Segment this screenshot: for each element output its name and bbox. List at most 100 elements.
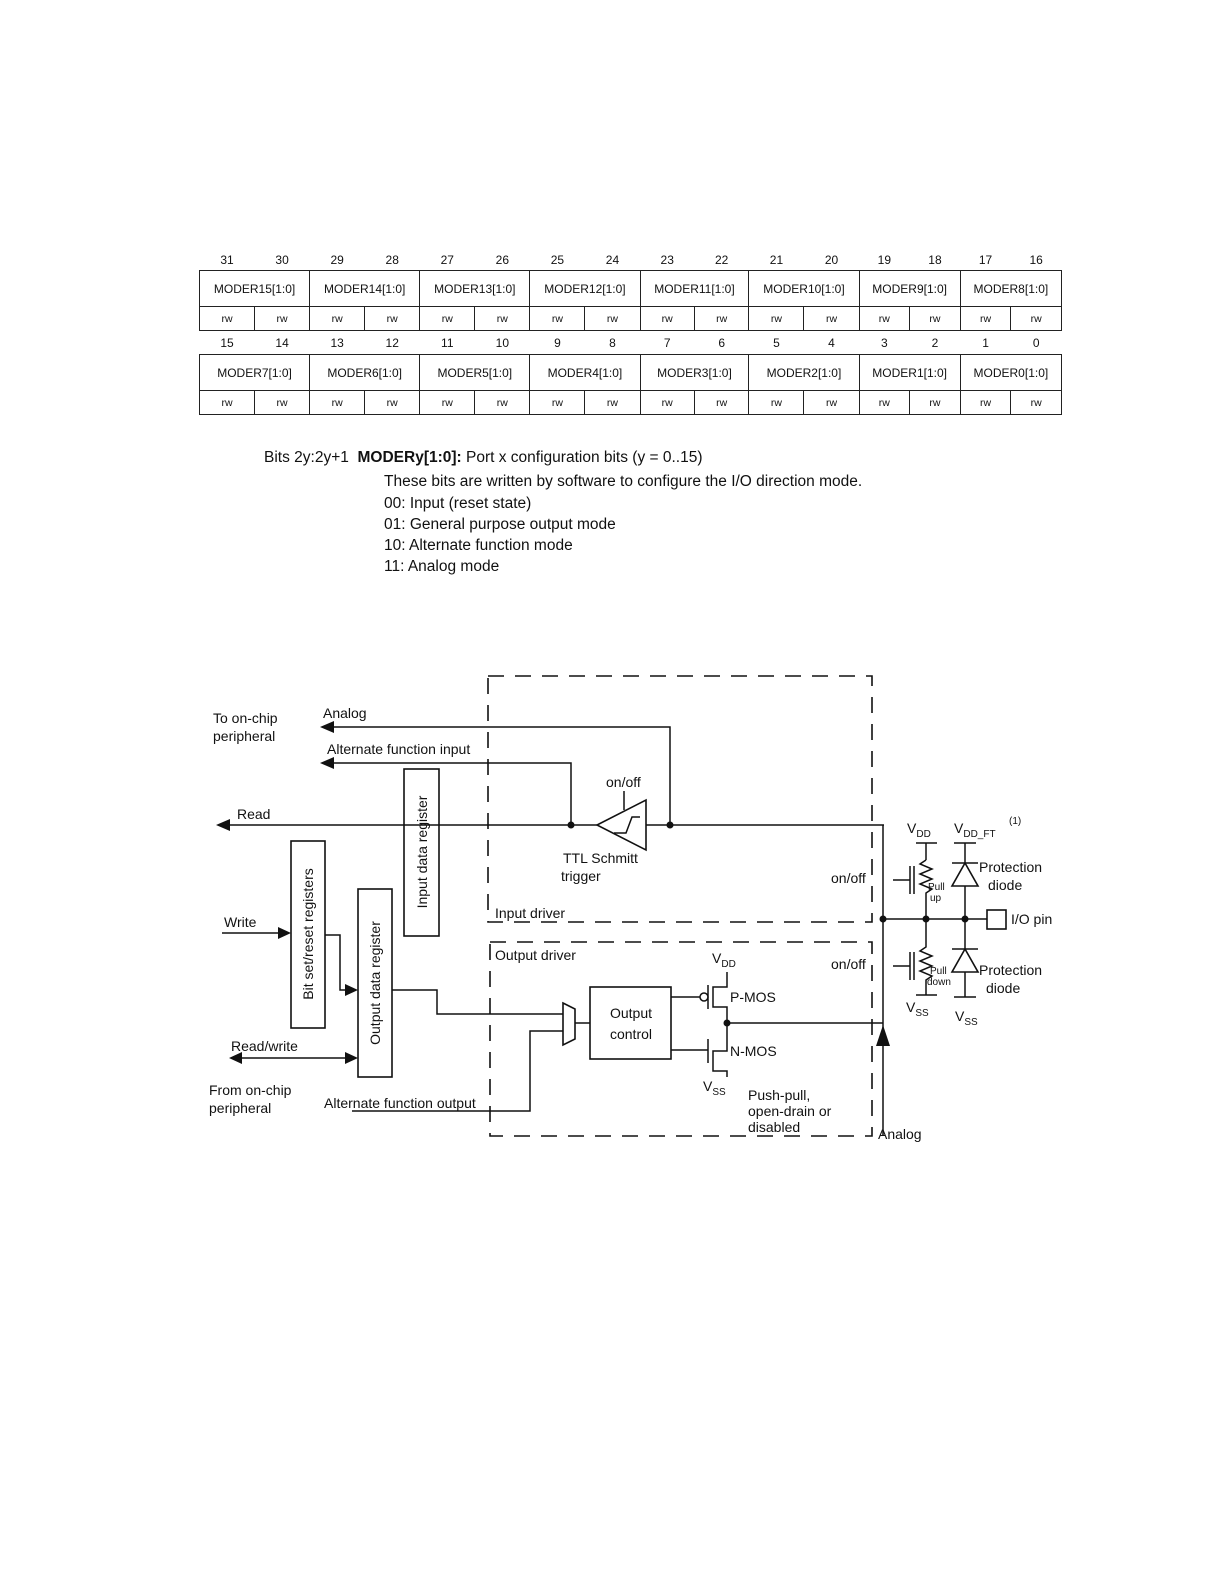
description-line: 10: Alternate function mode [384, 537, 573, 554]
output-control-box [589, 986, 672, 1060]
vdd-main: V [712, 950, 722, 966]
bit-number: 11 [441, 335, 454, 350]
on-off-label: on/off [606, 774, 641, 790]
bit-number: 31 [220, 253, 234, 267]
bit-number: 24 [605, 253, 620, 267]
access-cell: rw [529, 390, 586, 415]
pmos-label: P-MOS [730, 989, 776, 1005]
register-field: MODER15[1:0] [198, 270, 311, 307]
access-cell: rw [364, 306, 421, 331]
access-cell: rw [803, 390, 860, 415]
bit-number: 25 [550, 253, 565, 267]
bit-number: 18 [928, 253, 942, 267]
bit-number: 29 [330, 253, 344, 267]
analog-arrow [320, 721, 334, 733]
bit-number: 9 [554, 335, 561, 350]
schmitt-hysteresis [614, 816, 640, 834]
bit-number: 21 [769, 253, 784, 267]
vddft-main: V [954, 820, 964, 836]
field-description-heading: Bits 2y:2y+1 MODERy[1:0]: Port x configu… [264, 449, 703, 467]
register-field: MODER2[1:0] [748, 354, 860, 391]
register-field: MODER9[1:0] [858, 270, 961, 307]
vss-sub: SS [915, 1008, 929, 1019]
protection-diode-top [950, 861, 980, 887]
schmitt-trigger [595, 798, 647, 852]
bit-number: 17 [978, 253, 993, 267]
access-cell: rw [254, 306, 311, 331]
pushpull-label: Push-pull, [748, 1087, 810, 1103]
vdd-sub: DD [916, 829, 930, 840]
on-off-label: on/off [831, 956, 866, 972]
access-cell: rw [254, 390, 311, 415]
input-data-register-box [403, 768, 440, 937]
read-write-label: Read/write [231, 1038, 298, 1054]
access-cell: rw [1010, 390, 1062, 415]
protection-label: Protection [979, 859, 1042, 875]
output-control-label: control [610, 1026, 652, 1042]
bit-set-reset-registers-label: Bit set/reset registers [300, 868, 316, 1000]
analog-out-arrow [876, 1025, 890, 1046]
fields-high: MODER15[1:0] MODER14[1:0] MODER13[1:0] M… [198, 270, 1063, 307]
description-line: 11: Analog mode [384, 558, 500, 575]
access-cell: rw [693, 306, 750, 331]
vdd-label: VDD [712, 950, 736, 970]
vss-label: VSS [703, 1078, 726, 1098]
pmos-gate-bubble [699, 992, 709, 1002]
nmos-label: N-MOS [730, 1043, 777, 1059]
access-cell: rw [748, 390, 805, 415]
protection-diode-bottom [950, 947, 980, 973]
write-label: Write [224, 914, 257, 930]
ttl-label: TTL Schmitt [563, 850, 638, 866]
vss-label: VSS [906, 999, 929, 1019]
footnote-marker: (1) [1009, 816, 1021, 827]
pullup-switch [893, 866, 915, 894]
fields-low: MODER7[1:0] MODER6[1:0] MODER5[1:0] MODE… [198, 354, 1063, 391]
access-cell: rw [419, 306, 476, 331]
vss-sub: SS [712, 1087, 726, 1098]
access-cell: rw [909, 390, 961, 415]
bit-number: 7 [663, 335, 671, 350]
bit-number: 1 [982, 335, 989, 350]
af-output-label: Alternate function output [324, 1095, 476, 1111]
access-cell: rw [198, 390, 256, 415]
access-cell: rw [858, 306, 911, 331]
access-cell: rw [639, 306, 695, 331]
bit-number: 5 [773, 335, 780, 350]
output-driver-box [489, 941, 873, 1137]
access-cell: rw [419, 390, 476, 415]
af-input-line [332, 762, 572, 825]
field-title: Port x configuration bits (y = 0..15) [466, 449, 703, 466]
bit-number: 28 [385, 253, 399, 267]
analog-input-line [332, 726, 671, 825]
from-onchip-label: peripheral [209, 1100, 271, 1116]
bit-number: 10 [495, 335, 510, 350]
bit-number: 20 [824, 253, 839, 267]
access-cell: rw [584, 390, 641, 415]
pushpull-label: open-drain or [748, 1103, 832, 1119]
access-low: rw rw rw rw rw rw rw rw rw rw rw rw rw r… [198, 390, 1062, 415]
af-input-label: Alternate function input [327, 741, 470, 757]
pulldown-switch [893, 952, 915, 980]
bit-number: 23 [660, 253, 674, 267]
bit-number: 12 [385, 335, 399, 350]
analog-label: Analog [323, 705, 367, 721]
bit-numbers-low: 15 14 13 12 11 10 9 8 7 6 5 4 3 2 1 0 [200, 331, 1062, 355]
input-driver-label: Input driver [495, 905, 565, 921]
pulldown-resistor [918, 919, 934, 995]
access-cell: rw [909, 306, 961, 331]
bit-number: 3 [881, 335, 888, 350]
mos-channel-path [712, 972, 728, 1077]
to-onchip-label: peripheral [213, 728, 275, 744]
pull-up-label: up [930, 893, 942, 904]
vdd-sub: DD [721, 959, 735, 970]
vss-sub: SS [964, 1017, 978, 1028]
access-high: rw rw rw rw rw rw rw rw rw rw rw rw rw r… [198, 306, 1062, 331]
on-off-label: on/off [831, 870, 866, 886]
vdd-label: VDD [907, 820, 931, 840]
pull-up-label: Pull [928, 882, 945, 893]
read-write-right-arrow [345, 1052, 358, 1064]
access-cell: rw [584, 306, 641, 331]
bit-number: 15 [220, 335, 234, 350]
odr-to-mux-line [392, 989, 563, 1015]
